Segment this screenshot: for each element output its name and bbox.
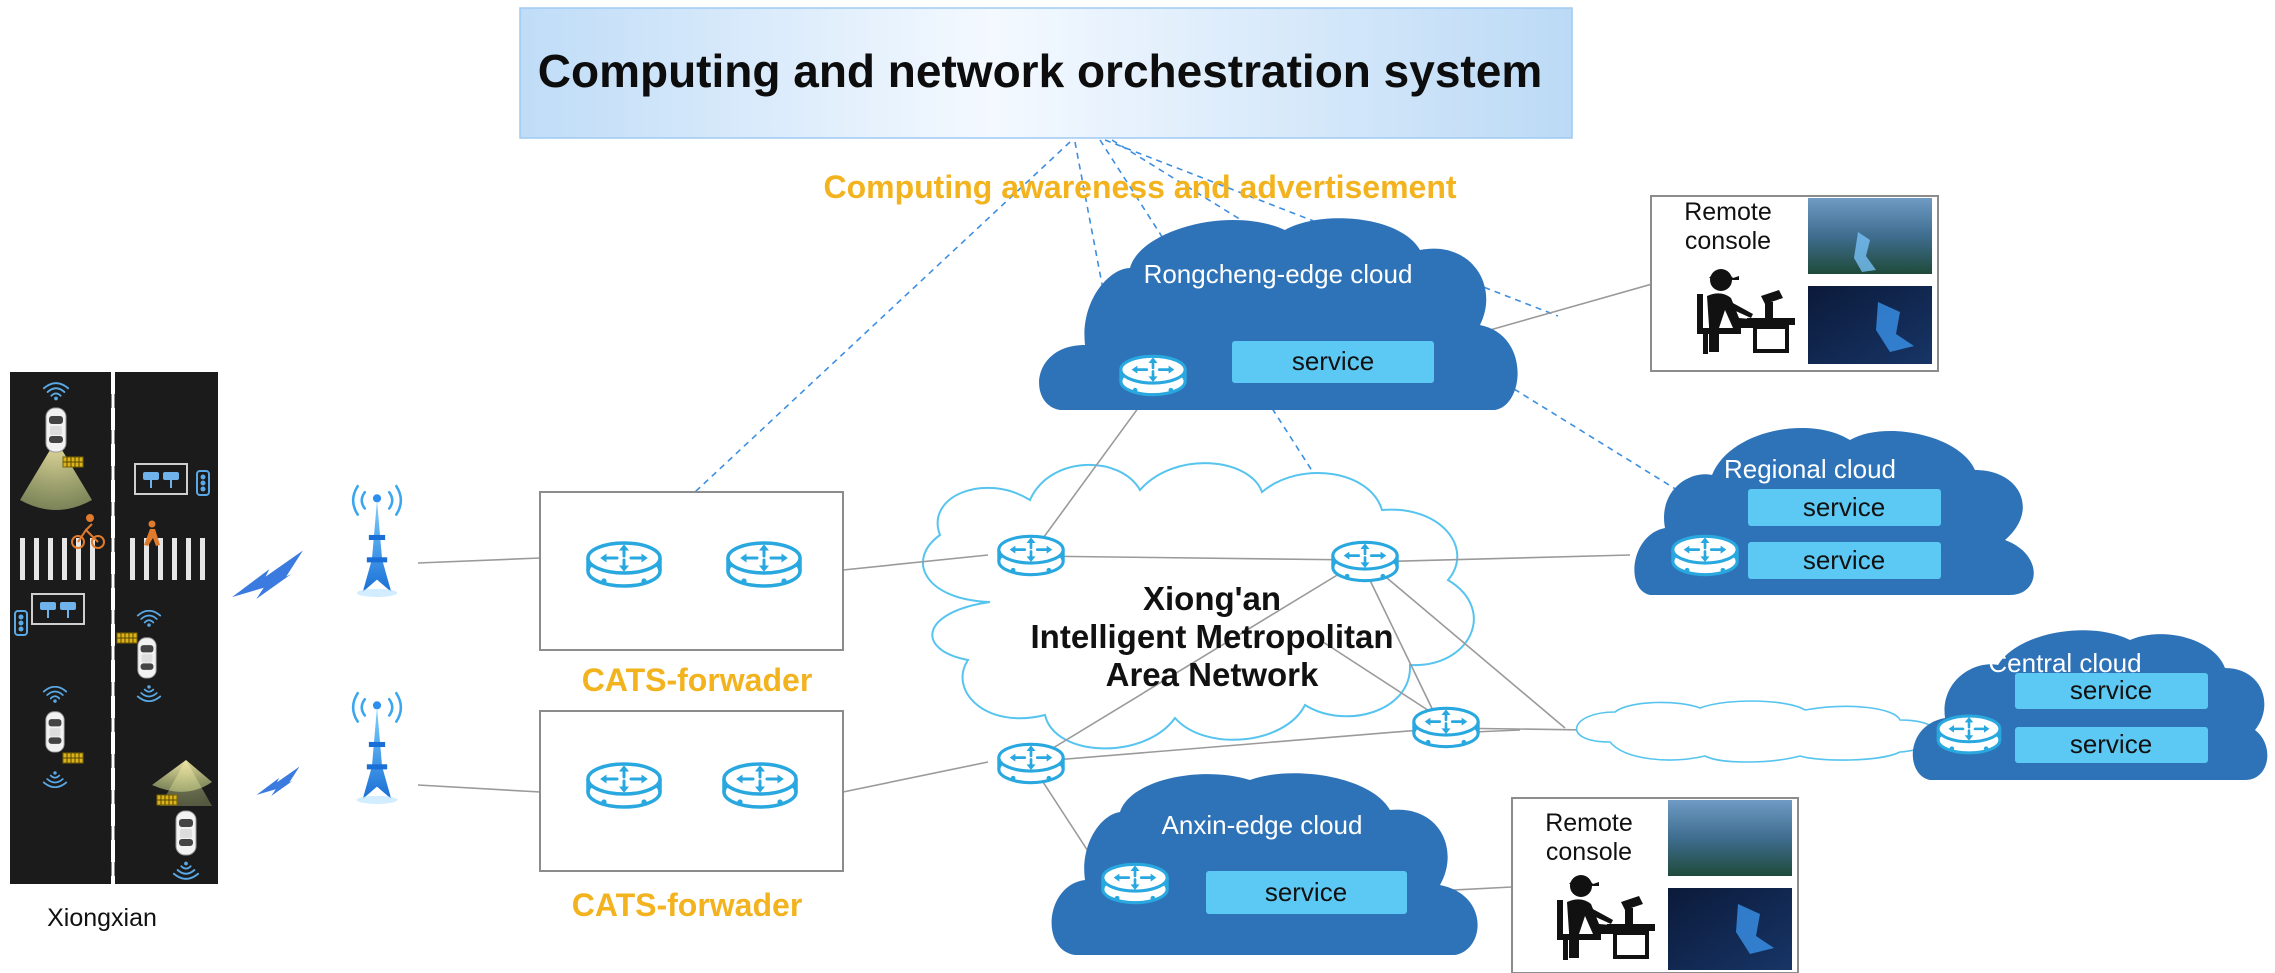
metro-network-label: Xiong'an Intelligent Metropolitan Area N…: [1031, 580, 1394, 693]
console-top-label-2: console: [1685, 227, 1771, 255]
anxin-service-label: service: [1265, 877, 1347, 907]
remote-console-bottom: Remote console: [1511, 797, 1799, 973]
title-box: [519, 7, 1573, 139]
central-service-box-2[interactable]: [2015, 727, 2208, 763]
console-bottom-label-2: console: [1546, 838, 1632, 866]
remote-console-top: Remote console: [1650, 195, 1939, 372]
router-icon: [1411, 706, 1481, 749]
chip-icon: [116, 632, 138, 644]
central-service-label-2: service: [2070, 729, 2152, 759]
road-label: Xiongxian: [47, 904, 157, 932]
router-icon: [588, 764, 660, 807]
central-service-label-1: service: [2070, 675, 2152, 705]
console-bottom-label-1: Remote: [1545, 809, 1633, 837]
cyclist-icon: [71, 514, 105, 549]
router-icon: [1118, 354, 1188, 397]
anxin-edge-cloud: Anxin-edge cloud service: [1051, 773, 1478, 955]
car-icon: [137, 637, 157, 679]
cell-tower-icon: [351, 484, 403, 599]
central-link-cloud: [1576, 700, 1939, 763]
regional-service-label-2: service: [1803, 545, 1885, 575]
cats-forwarder-top: CATS-forwader: [539, 491, 844, 698]
camera-icon: [133, 462, 189, 496]
rongcheng-service-label: service: [1292, 346, 1374, 376]
car-icon: [45, 711, 65, 753]
regional-service-box-2[interactable]: [1748, 542, 1941, 579]
metro-label-line-3: Area Network: [1106, 656, 1319, 693]
cats-forwarder-bottom-label: CATS-forwader: [572, 887, 803, 923]
router-icon: [588, 543, 660, 586]
console-top-label-1: Remote: [1684, 198, 1772, 226]
rongcheng-service-box[interactable]: [1232, 341, 1434, 383]
chip-icon: [156, 794, 178, 806]
monitor-icon: [1808, 198, 1932, 274]
chip-icon: [62, 456, 84, 468]
router-icon: [1100, 862, 1170, 905]
car-icon: [45, 407, 67, 453]
router-icon: [1330, 540, 1400, 583]
router-icon: [996, 742, 1066, 785]
pedestrian-icon: [144, 520, 160, 546]
chip-icon: [62, 752, 84, 764]
monitor-icon: [1808, 286, 1932, 364]
anxin-service-box[interactable]: [1206, 871, 1407, 914]
lightning-icon: [256, 766, 300, 796]
metro-label-line-2: Intelligent Metropolitan: [1031, 618, 1394, 655]
central-cloud: Central cloud service service: [1912, 630, 2268, 780]
regional-cloud-label: Regional cloud: [1724, 454, 1896, 484]
regional-service-box-1[interactable]: [1748, 489, 1941, 526]
regional-cloud: Regional cloud service service: [1634, 427, 2034, 595]
router-icon: [724, 764, 796, 807]
central-service-box-1[interactable]: [2015, 673, 2208, 709]
metro-network-cloud: [922, 462, 1475, 750]
awareness-label: Computing awareness and advertisement: [823, 169, 1456, 205]
cell-tower-icon: [351, 691, 403, 806]
router-icon: [996, 534, 1066, 577]
road-scene: Xiongxian: [10, 372, 218, 932]
lightning-icon: [232, 550, 303, 599]
anxin-cloud-label: Anxin-edge cloud: [1162, 810, 1363, 840]
car-icon: [175, 810, 197, 856]
router-icon: [1670, 534, 1740, 577]
camera-icon: [31, 593, 85, 625]
cats-forwarder-bottom: CATS-forwader: [539, 710, 844, 923]
cats-forwarder-top-label: CATS-forwader: [582, 662, 813, 698]
monitor-icon: [1668, 800, 1792, 876]
rongcheng-edge-cloud: Rongcheng-edge cloud service: [1039, 218, 1518, 410]
monitor-icon: [1668, 888, 1792, 970]
router-icon: [1936, 714, 2002, 755]
metro-label-line-1: Xiong'an: [1143, 580, 1281, 617]
page-title: Computing and network orchestration syst…: [538, 45, 1542, 97]
regional-service-label-1: service: [1803, 492, 1885, 522]
rongcheng-cloud-label: Rongcheng-edge cloud: [1144, 259, 1413, 289]
router-icon: [728, 543, 800, 586]
